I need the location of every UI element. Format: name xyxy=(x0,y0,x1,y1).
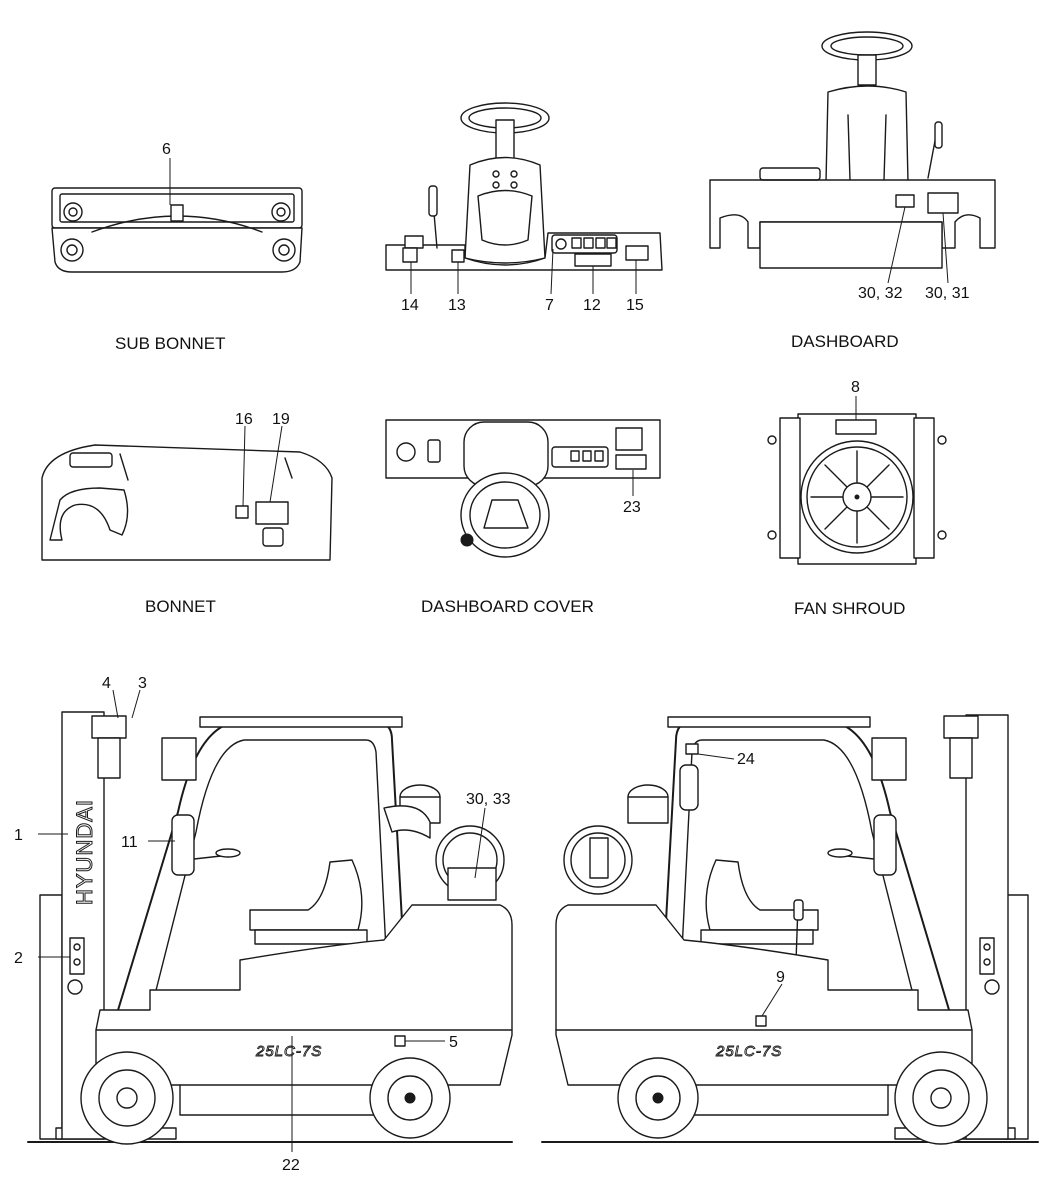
callout-11: 11 xyxy=(121,834,138,851)
callout-6: 6 xyxy=(162,141,171,158)
callout-12: 12 xyxy=(583,297,601,314)
callout-3: 3 xyxy=(138,675,147,692)
callout-4: 4 xyxy=(102,675,111,692)
caption-dashboard-cover: DASHBOARD COVER xyxy=(421,597,594,616)
sub-bonnet-view: 6 SUB BONNET xyxy=(51,141,303,353)
mast-brand-label-left: HYUNDAI xyxy=(72,799,97,905)
bonnet-view: 16 19 BONNET xyxy=(41,411,333,616)
callout-5: 5 xyxy=(449,1034,458,1051)
callout-2: 2 xyxy=(14,950,23,967)
forklift-right-view: 25LC-7S 24 9 xyxy=(541,714,1039,1145)
callout-7: 7 xyxy=(545,297,554,314)
callout-30-31: 30, 31 xyxy=(925,285,970,302)
caption-dashboard: DASHBOARD xyxy=(791,332,899,351)
callout-23: 23 xyxy=(623,499,641,516)
callout-30-33: 30, 33 xyxy=(466,791,511,808)
callout-9: 9 xyxy=(776,969,785,986)
callout-8: 8 xyxy=(851,379,860,396)
callout-19: 19 xyxy=(272,411,290,428)
dashboard-top-view: 14 13 7 12 15 xyxy=(385,102,663,314)
fan-shroud-view: 8 FAN SHROUD xyxy=(767,379,947,618)
callout-1: 1 xyxy=(14,827,23,844)
dashboard-right-view: 30, 32 30, 31 DASHBOARD xyxy=(709,31,996,351)
caption-sub-bonnet: SUB BONNET xyxy=(115,334,226,353)
model-label-right: 25LC-7S xyxy=(715,1043,782,1060)
callout-30-32: 30, 32 xyxy=(858,285,903,302)
model-label-left: 25LC-7S xyxy=(255,1043,322,1060)
caption-bonnet: BONNET xyxy=(145,597,216,616)
callout-14: 14 xyxy=(401,297,419,314)
caption-fan-shroud: FAN SHROUD xyxy=(794,599,905,618)
dashboard-cover-view: 23 DASHBOARD COVER xyxy=(385,419,661,616)
fan-blades xyxy=(810,450,904,544)
callout-15: 15 xyxy=(626,297,644,314)
callout-22: 22 xyxy=(282,1157,300,1174)
callout-24: 24 xyxy=(737,751,755,768)
callout-16: 16 xyxy=(235,411,253,428)
callout-13: 13 xyxy=(448,297,466,314)
forklift-left-view: HYUNDAI 25LC-7S xyxy=(14,675,513,1174)
